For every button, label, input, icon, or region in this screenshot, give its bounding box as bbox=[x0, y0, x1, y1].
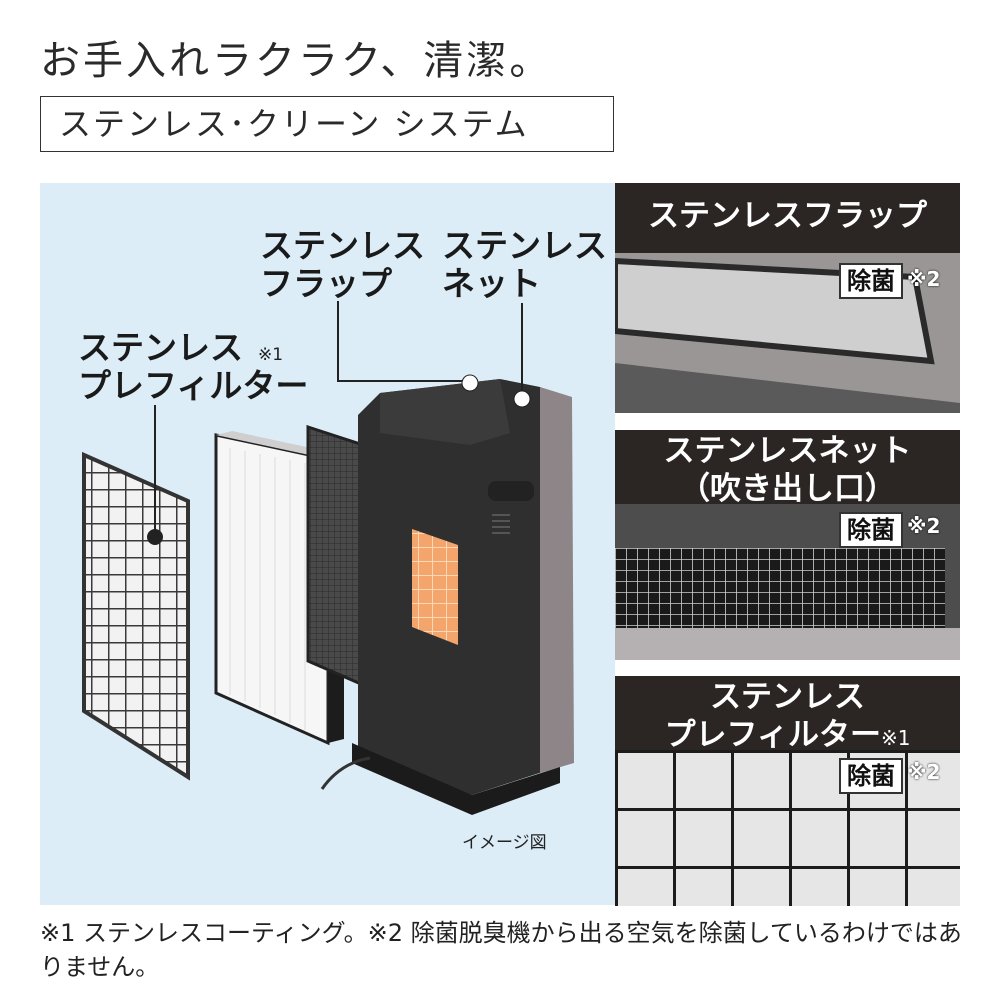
badge-note-mark: ※2 bbox=[907, 760, 941, 784]
panel-stainless-prefilter: ステンレス プレフィルター※1 除菌 ※2 bbox=[615, 676, 960, 906]
panel-title: ステンレスネット （吹き出し口） bbox=[615, 430, 960, 507]
badge-note-mark: ※2 bbox=[907, 267, 941, 291]
label-stainless-prefilter: ステンレス プレフィルター bbox=[78, 328, 309, 405]
label-stainless-flap: ステンレス フラップ bbox=[260, 226, 425, 303]
exploded-view-drawing bbox=[82, 301, 574, 815]
footnote: ※1 ステンレスコーティング。※2 除菌脱臭機から出る空気を除菌しているわけでは… bbox=[40, 919, 962, 981]
label-stainless-net: ステンレス ネット bbox=[442, 226, 607, 303]
prefilter-note-mark: ※1 bbox=[258, 345, 284, 365]
panel-title: ステンレスフラップ bbox=[615, 183, 960, 253]
panel-stainless-net: ステンレスネット （吹き出し口） 除菌 ※2 bbox=[615, 430, 960, 660]
sterilization-badge: 除菌 bbox=[839, 512, 903, 548]
badge-note-mark: ※2 bbox=[907, 514, 941, 538]
headline: お手入れラクラク、清潔。 bbox=[40, 38, 553, 84]
panel-stainless-flap: ステンレスフラップ 除菌 ※2 bbox=[615, 183, 960, 413]
subtitle-box: ステンレス･クリーン システム bbox=[40, 96, 614, 152]
product-illustration: ステンレス フラップ ステンレス ネット ステンレス プレフィルター ※1 bbox=[40, 183, 615, 905]
prefilter-panel bbox=[82, 451, 190, 781]
label-leaders bbox=[154, 301, 523, 535]
sterilization-badge: 除菌 bbox=[839, 263, 903, 299]
sterilization-badge: 除菌 bbox=[839, 758, 903, 794]
image-caption: イメージ図 bbox=[462, 833, 547, 853]
net-photo bbox=[615, 504, 960, 660]
panel-title: ステンレス プレフィルター※1 bbox=[615, 676, 960, 753]
purifier-body bbox=[320, 379, 574, 815]
hepa-filter bbox=[214, 431, 344, 746]
title-note-mark: ※1 bbox=[880, 726, 911, 750]
